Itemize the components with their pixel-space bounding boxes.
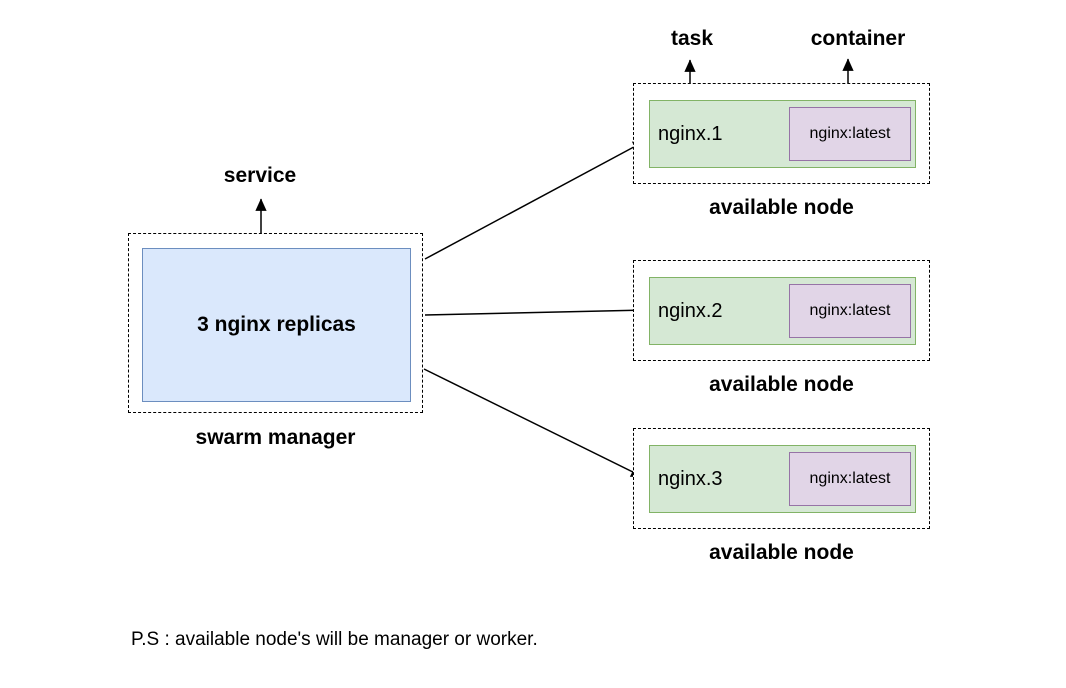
service-box-text: 3 nginx replicas: [197, 313, 356, 336]
swarm-manager-caption: swarm manager: [195, 426, 356, 449]
node-3-container-box: nginx:latest: [789, 452, 911, 506]
node-2-task-name: nginx.2: [658, 299, 723, 322]
task-label: task: [670, 27, 714, 50]
service-label: service: [223, 164, 297, 187]
node-3-task-box: nginx.3 nginx:latest: [649, 445, 916, 513]
node-1-caption: available node: [709, 196, 854, 219]
node-3-dashed-box: nginx.3 nginx:latest: [633, 428, 930, 529]
service-box: 3 nginx replicas: [142, 248, 411, 402]
node-2-dashed-box: nginx.2 nginx:latest: [633, 260, 930, 361]
container-label: container: [810, 27, 906, 50]
manager-to-node1-arrow: [424, 140, 646, 260]
node-1-task-name: nginx.1: [658, 122, 723, 145]
swarm-manager-group: 3 nginx replicas: [128, 233, 423, 413]
manager-to-node2-arrow: [424, 304, 646, 316]
available-node-1: nginx.1 nginx:latest available node: [633, 83, 930, 220]
available-node-3: nginx.3 nginx:latest available node: [633, 428, 930, 565]
node-2-caption: available node: [709, 373, 854, 396]
manager-to-node3-arrow: [423, 368, 644, 478]
node-1-dashed-box: nginx.1 nginx:latest: [633, 83, 930, 184]
node-2-task-box: nginx.2 nginx:latest: [649, 277, 916, 345]
node-3-container-image: nginx:latest: [809, 470, 891, 487]
node-2-container-box: nginx:latest: [789, 284, 911, 338]
node-1-container-image: nginx:latest: [809, 125, 891, 142]
node-3-task-name: nginx.3: [658, 467, 723, 490]
ps-note: P.S : available node's will be manager o…: [131, 629, 538, 650]
node-1-task-box: nginx.1 nginx:latest: [649, 100, 916, 168]
node-2-container-image: nginx:latest: [809, 302, 891, 319]
available-node-2: nginx.2 nginx:latest available node: [633, 260, 930, 397]
node-1-container-box: nginx:latest: [789, 107, 911, 161]
node-3-caption: available node: [709, 541, 854, 564]
